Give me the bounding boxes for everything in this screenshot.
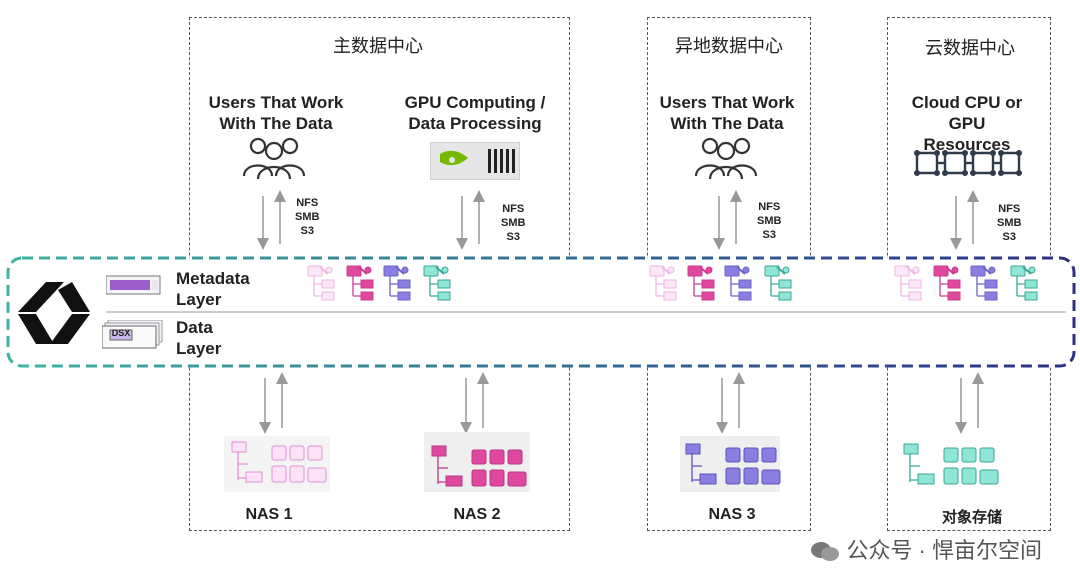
dsx-badge-label: DSX xyxy=(111,328,131,338)
cloud-cpu-icon xyxy=(914,150,1022,176)
wechat-icon xyxy=(810,541,840,563)
users-main-label: Users That Work With The Data xyxy=(208,93,344,133)
metadata-server-icon xyxy=(106,275,161,295)
gpu-server-icon xyxy=(430,142,520,180)
hammerspace-logo-icon xyxy=(18,282,90,344)
protocol-label: NFS SMB S3 xyxy=(757,201,782,241)
cloud-resources-label: Cloud CPU or GPU Resources xyxy=(911,93,1023,154)
watermark: 公众号 · 悍亩尔空间 xyxy=(810,533,1042,565)
users-icon xyxy=(242,137,306,180)
metadata-layer-label: Metadata Layer xyxy=(176,269,250,309)
dsx-server-icon xyxy=(102,320,163,349)
gpu-label: GPU Computing / Data Processing xyxy=(404,93,546,133)
cloud-datacenter-title: 云数据中心 xyxy=(925,38,1015,58)
protocol-label: NFS SMB S3 xyxy=(501,203,526,243)
data-layer-label: Data Layer xyxy=(176,318,222,358)
nas1-label: NAS 1 xyxy=(245,506,293,523)
remote-datacenter-title: 异地数据中心 xyxy=(675,36,783,56)
protocol-label: NFS SMB S3 xyxy=(997,203,1022,243)
object-storage-label: 对象存储 xyxy=(941,509,1003,526)
watermark-text: 公众号 · 悍亩尔空间 xyxy=(846,538,1042,563)
users-icon xyxy=(694,137,758,180)
metadata-data-band xyxy=(6,256,1076,368)
protocol-label: NFS SMB S3 xyxy=(295,197,320,237)
users-remote-label: Users That Work With The Data xyxy=(659,93,795,133)
main-datacenter-title: 主数据中心 xyxy=(333,36,423,56)
nas3-label: NAS 3 xyxy=(708,506,756,523)
nas2-label: NAS 2 xyxy=(453,506,501,523)
